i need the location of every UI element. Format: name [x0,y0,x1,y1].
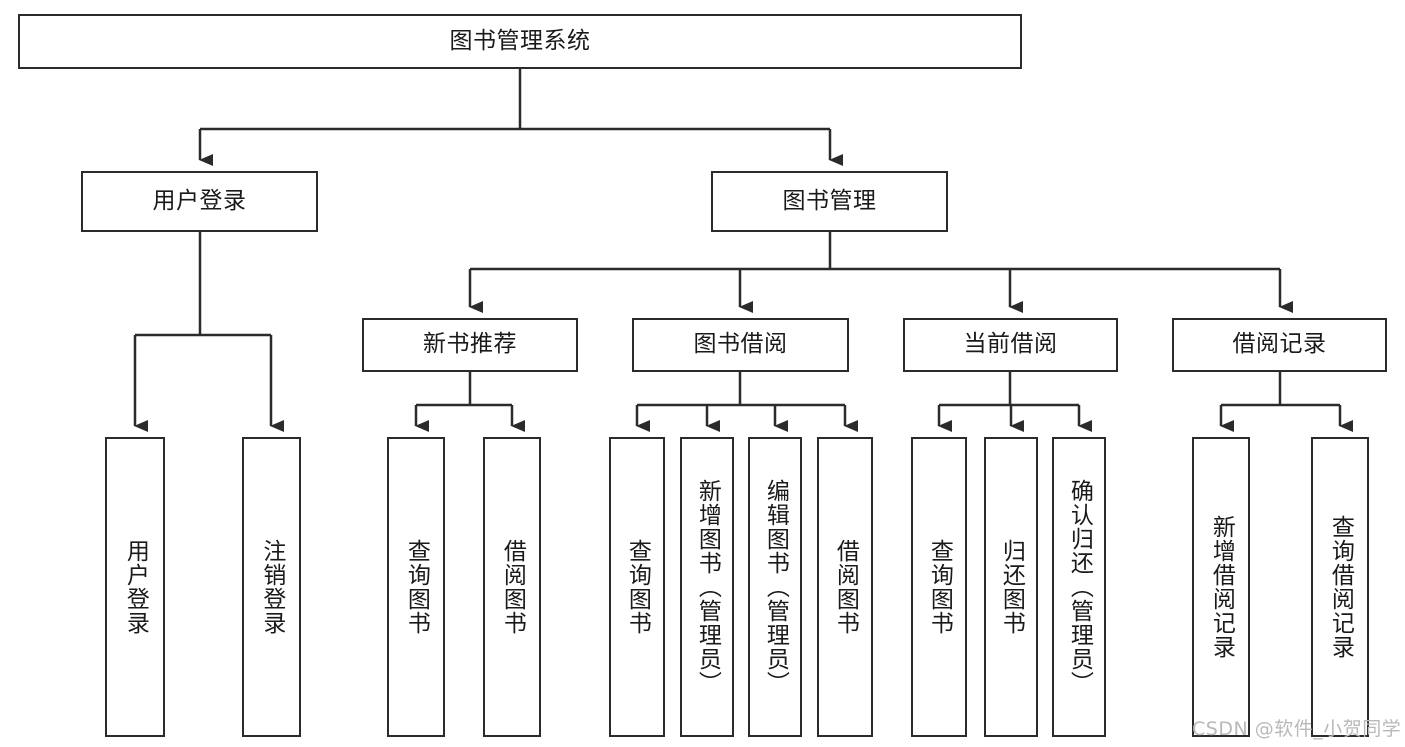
node-label: 用户登录 [152,187,247,214]
node-label: 新书推荐 [423,331,517,358]
node-label: 查询借阅记录 [1327,515,1354,659]
node-label: 新增借阅记录 [1208,515,1235,659]
watermark: CSDN @软件_小贺同学 [1192,718,1402,740]
leaf-add-borrow-record[interactable]: 新增借阅记录 [1192,437,1250,737]
leaf-query-book-newbook[interactable]: 查询图书 [387,437,445,737]
node-book-borrow[interactable]: 图书借阅 [632,318,849,372]
node-label: 注销登录 [258,539,285,635]
node-label: 编辑图书（管理员） [762,479,789,695]
leaf-query-book-current[interactable]: 查询图书 [911,437,967,737]
leaf-return-book[interactable]: 归还图书 [984,437,1038,737]
node-label: 借阅图书 [832,539,859,635]
node-label: 用户登录 [122,539,149,635]
leaf-query-borrow-record[interactable]: 查询借阅记录 [1311,437,1369,737]
node-label: 归还图书 [998,539,1025,635]
node-label: 借阅图书 [499,539,526,635]
node-book-management[interactable]: 图书管理 [711,171,948,232]
leaf-borrow-book-newbook[interactable]: 借阅图书 [483,437,541,737]
node-label: 确认归还（管理员） [1066,479,1093,695]
node-label: 图书管理系统 [449,27,591,54]
leaf-logout[interactable]: 注销登录 [242,437,301,737]
leaf-user-login[interactable]: 用户登录 [105,437,165,737]
node-label: 新增图书（管理员） [694,479,721,695]
leaf-add-book-admin[interactable]: 新增图书（管理员） [680,437,734,737]
node-user-login[interactable]: 用户登录 [81,171,318,232]
leaf-borrow-book[interactable]: 借阅图书 [817,437,873,737]
node-new-book-recommend[interactable]: 新书推荐 [362,318,578,372]
node-label: 图书借阅 [693,331,788,358]
node-current-borrow[interactable]: 当前借阅 [903,318,1118,372]
node-borrow-record[interactable]: 借阅记录 [1172,318,1387,372]
node-label: 查询图书 [624,539,651,635]
node-label: 查询图书 [926,539,953,635]
leaf-edit-book-admin[interactable]: 编辑图书（管理员） [748,437,802,737]
node-label: 图书管理 [782,187,877,214]
node-root-book-management-system[interactable]: 图书管理系统 [18,14,1022,69]
node-label: 借阅记录 [1232,331,1327,358]
leaf-confirm-return-admin[interactable]: 确认归还（管理员） [1052,437,1106,737]
node-label: 查询图书 [403,539,430,635]
leaf-query-book-borrow[interactable]: 查询图书 [609,437,665,737]
node-label: 当前借阅 [963,331,1058,358]
